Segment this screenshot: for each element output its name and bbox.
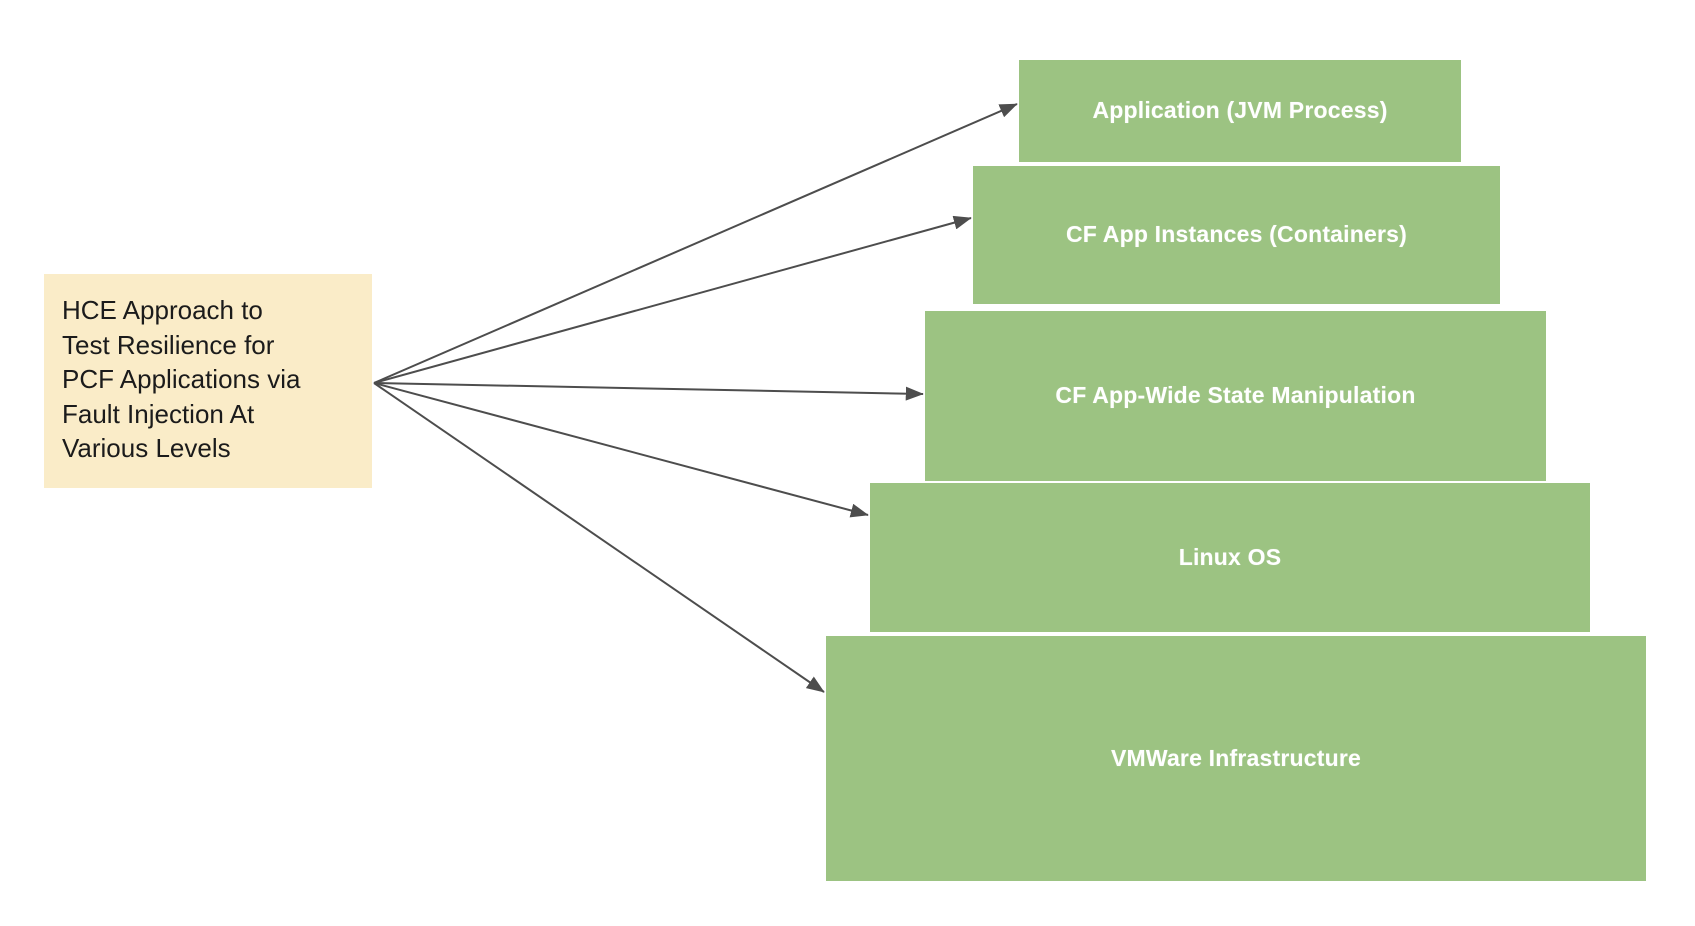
layer-node-label-application: Application (JVM Process) <box>1092 97 1388 124</box>
layer-node-linux-os[interactable]: Linux OS <box>870 483 1590 632</box>
arrow-to-application <box>373 103 1018 384</box>
arrow-to-cf-app-instances <box>373 215 972 384</box>
source-node-hce-approach[interactable]: HCE Approach to Test Resilience for PCF … <box>44 274 372 488</box>
layer-node-label-linux-os: Linux OS <box>1178 543 1282 570</box>
source-node-label: HCE Approach to Test Resilience for PCF … <box>62 295 301 464</box>
layer-node-label-cf-app-instances: CF App Instances (Containers) <box>1065 221 1408 248</box>
layer-node-cf-app-wide-state[interactable]: CF App-Wide State Manipulation <box>925 311 1546 481</box>
layer-node-cf-app-instances[interactable]: CF App Instances (Containers) <box>973 166 1500 304</box>
layer-node-vmware-infrastructure[interactable]: VMWare Infrastructure <box>826 636 1646 881</box>
layer-node-label-vmware-infrastructure: VMWare Infrastructure <box>1110 744 1361 771</box>
arrow-to-cf-app-wide-state <box>373 382 924 401</box>
layer-node-label-cf-app-wide-state: CF App-Wide State Manipulation <box>1055 382 1416 409</box>
layer-node-application[interactable]: Application (JVM Process) <box>1019 60 1461 162</box>
arrow-to-linux-os <box>373 382 869 518</box>
arrow-to-vmware-infrastructure <box>373 382 825 693</box>
